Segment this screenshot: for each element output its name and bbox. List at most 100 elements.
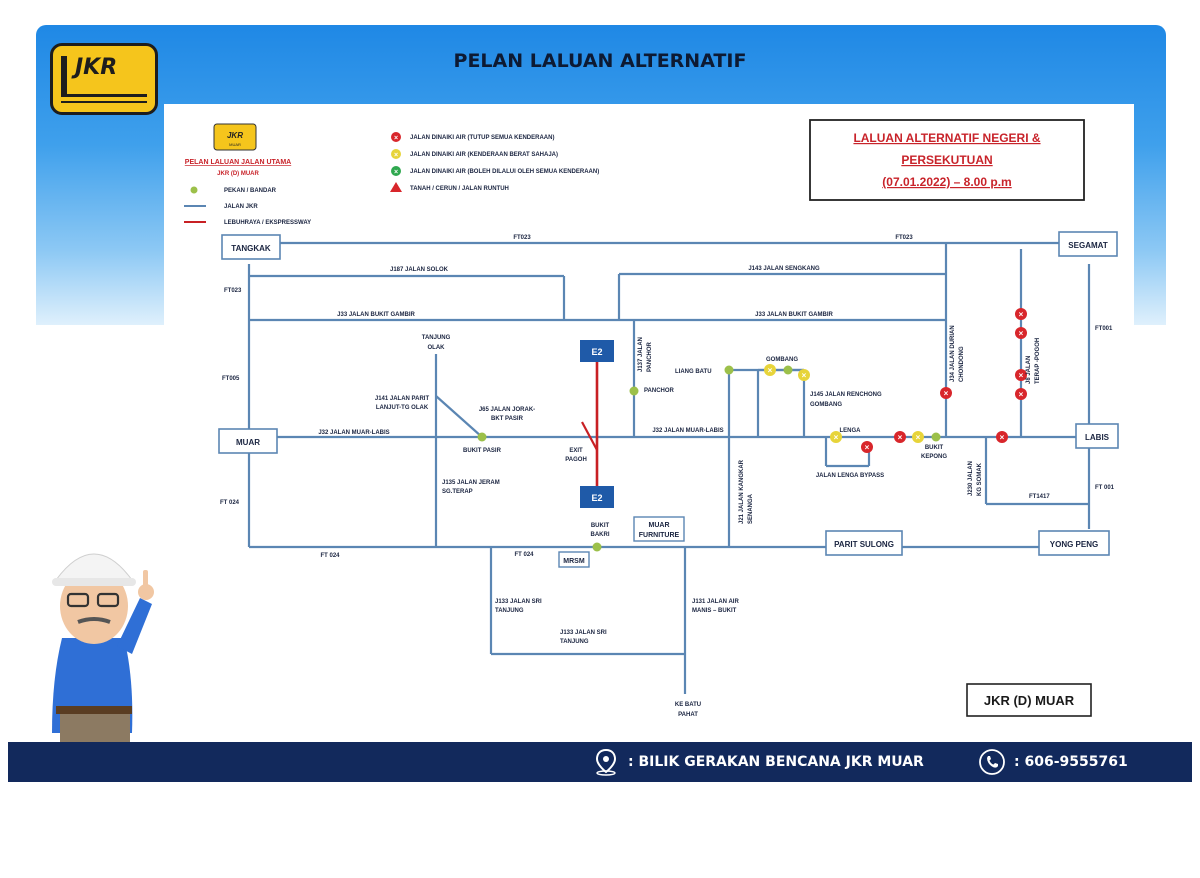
- legend-item-expressway: LEBUHRAYA / EKSPRESSWAY: [224, 220, 311, 226]
- label-j143: J143 JALAN SENGKANG: [748, 266, 820, 272]
- svg-text:×: ×: [898, 433, 903, 442]
- label-j8-1: J8 JALAN: [1026, 356, 1032, 384]
- town-liang-batu: [724, 365, 734, 375]
- label-ft024-mid: FT 024: [514, 552, 534, 558]
- closed-road-marker: ×: [894, 431, 906, 443]
- red-x-circle-icon: [391, 132, 401, 142]
- segamat-box: [1058, 231, 1118, 257]
- label-j32-right: J32 JALAN MUAR-LABIS: [652, 428, 723, 434]
- label-j32-left: J32 JALAN MUAR-LABIS: [318, 430, 389, 436]
- muar-box: [218, 428, 278, 454]
- notice-line-3: (07.01.2022) – 8.00 p.m: [882, 175, 1011, 189]
- label-j133a-1: J133 JALAN SRI: [495, 599, 542, 605]
- legend-heading: PELAN LALUAN JALAN UTAMA: [185, 159, 291, 166]
- svg-text:×: ×: [1019, 329, 1024, 338]
- svg-text:×: ×: [834, 433, 839, 442]
- label-j133a-2: TANJUNG: [495, 608, 524, 614]
- label-exit-pagoh-2: PAGOH: [565, 457, 587, 463]
- town-bukit-pasir: [477, 432, 487, 442]
- mrsm-label: MRSM: [563, 558, 585, 565]
- label-j230-2: KG SOMAK: [977, 462, 983, 496]
- yong-peng-box: [1038, 530, 1110, 556]
- label-bukit-kepong-2: KEPONG: [921, 454, 947, 460]
- town-panchor: [629, 386, 639, 396]
- muar-label: MUAR: [236, 438, 260, 447]
- svg-text:×: ×: [1019, 390, 1024, 399]
- label-ke-batu-pahat-1: KE BATU: [675, 702, 701, 708]
- tangkak-box: [221, 234, 281, 260]
- label-j141-1: J141 JALAN PARIT: [375, 396, 430, 402]
- label-j65-2: BKT PASIR: [491, 416, 524, 422]
- label-j137-1: J137 JALAN: [638, 337, 644, 372]
- heavy-vehicle-marker: ×: [764, 364, 776, 376]
- label-j131-1: J131 JALAN AIR: [692, 599, 739, 605]
- label-tanjung-olak-1: TANJUNG: [422, 335, 451, 341]
- label-j8-2: TERAP -POGOH: [1035, 338, 1041, 384]
- label-j21-1: J21 JALAN KANGKAR: [739, 459, 745, 524]
- label-exit-pagoh-1: EXIT: [569, 448, 583, 454]
- label-ft023-left: FT023: [513, 235, 531, 241]
- green-x-circle-icon: [391, 166, 401, 176]
- parit-sulong-label: PARIT SULONG: [834, 540, 894, 549]
- svg-text:×: ×: [865, 443, 870, 452]
- page-title: PELAN LALUAN ALTERNATIF: [453, 50, 747, 72]
- legend-item-road: JALAN JKR: [224, 204, 258, 210]
- label-ft024-bottom: FT 024: [320, 553, 340, 559]
- label-panchor: PANCHOR: [644, 388, 675, 394]
- logo-text: JKR: [75, 55, 118, 80]
- svg-text:×: ×: [1000, 433, 1005, 442]
- label-j65-1: J65 JALAN JORAK-: [479, 407, 535, 413]
- jkr-logo: JKR: [50, 43, 158, 115]
- footer-bar: : BILIK GERAKAN BENCANA JKR MUAR : 606-9…: [8, 742, 1192, 782]
- label-ft1417: FT1417: [1029, 494, 1050, 500]
- notice-line-2: PERSEKUTUAN: [901, 153, 992, 167]
- e2-north-label: E2: [591, 347, 602, 357]
- svg-text:×: ×: [802, 371, 807, 380]
- label-j137-2: PANCHOR: [647, 341, 653, 372]
- road-network: [247, 241, 1091, 694]
- status-passable-label: JALAN DINAIKI AIR (BOLEH DILALUI OLEH SE…: [410, 169, 599, 175]
- footer-phone-text: : 606-9555761: [1014, 754, 1128, 770]
- labis-label: LABIS: [1085, 433, 1110, 442]
- label-tanjung-olak-2: OLAK: [428, 345, 446, 351]
- route-map: TANGKAK SEGAMAT MUAR LABIS PARIT SULONG …: [164, 104, 1134, 744]
- logo-base-line: [61, 94, 147, 97]
- label-j187: J187 JALAN SOLOK: [390, 267, 449, 273]
- label-j33-left: J33 JALAN BUKIT GAMBIR: [337, 312, 415, 318]
- svg-text:×: ×: [1019, 371, 1024, 380]
- phone-icon: [979, 749, 1005, 775]
- svg-text:×: ×: [768, 366, 773, 375]
- label-j135-2: SG.TERAP: [442, 489, 473, 495]
- town-markers: [477, 365, 941, 552]
- mrsm-box: [558, 551, 590, 568]
- green-dot-icon: [190, 186, 198, 194]
- heavy-vehicle-marker: ×: [798, 369, 810, 381]
- town-bukit-bakri: [592, 542, 602, 552]
- legend-item-town: PEKAN / BANDAR: [224, 188, 277, 194]
- label-j131-2: MANIS – BUKIT: [692, 608, 737, 614]
- label-ke-batu-pahat-2: PAHAT: [678, 712, 698, 718]
- yong-peng-label: YONG PENG: [1050, 540, 1098, 549]
- label-jalan-lenga-bypass: JALAN LENGA BYPASS: [816, 473, 884, 479]
- svg-text:×: ×: [1019, 310, 1024, 319]
- map-pin-icon: [595, 748, 617, 776]
- closed-road-marker: ×: [1015, 369, 1027, 381]
- route-map-canvas: TANGKAK SEGAMAT MUAR LABIS PARIT SULONG …: [184, 119, 1119, 718]
- closed-road-marker: ×: [1015, 327, 1027, 339]
- legend-subheading: JKR (D) MUAR: [217, 171, 259, 177]
- closed-road-marker: ×: [940, 387, 952, 399]
- flood-markers: × × × × × × × × × × × ×: [764, 308, 1027, 453]
- label-j133b-2: TANJUNG: [560, 639, 589, 645]
- parit-sulong-box: [825, 530, 903, 556]
- labis-box: [1075, 423, 1119, 449]
- label-j145-1: J145 JALAN RENCHONG: [810, 392, 882, 398]
- segamat-label: SEGAMAT: [1068, 241, 1108, 250]
- label-j141-2: LANJUT-TG OLAK: [376, 405, 429, 411]
- jkr-d-muar-box: [966, 683, 1092, 717]
- label-bukit-pasir: BUKIT PASIR: [463, 448, 502, 454]
- svg-text:×: ×: [394, 169, 398, 176]
- svg-text:×: ×: [916, 433, 921, 442]
- label-gombang: GOMBANG: [766, 357, 798, 363]
- label-j34-1: J34 JALAN DURIAN: [950, 325, 956, 382]
